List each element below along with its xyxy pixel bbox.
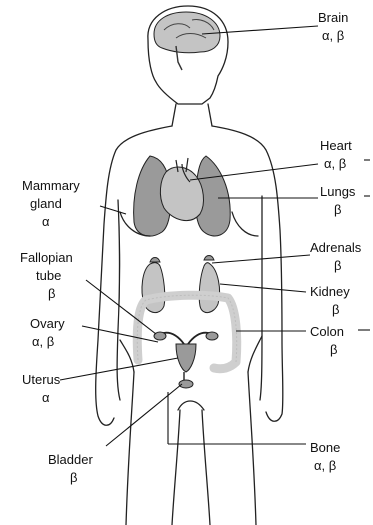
label-fallopian-tube: Fallopian tube β: [20, 250, 73, 301]
svg-text:tube: tube: [36, 268, 61, 283]
svg-text:Bone: Bone: [310, 440, 340, 455]
svg-text:β: β: [332, 302, 339, 317]
body-outline: [96, 6, 283, 525]
svg-text:α: α: [42, 390, 50, 405]
bladder-organ: [179, 380, 193, 388]
label-uterus: Uterus α: [22, 372, 61, 405]
heart-organ: [160, 158, 203, 221]
label-colon: Colon β: [310, 324, 344, 357]
svg-text:α, β: α, β: [314, 458, 336, 473]
svg-text:α: α: [42, 214, 50, 229]
uterus-organ: [154, 332, 218, 384]
svg-text:Colon: Colon: [310, 324, 344, 339]
svg-text:Fallopian: Fallopian: [20, 250, 73, 265]
svg-text:Uterus: Uterus: [22, 372, 61, 387]
svg-text:β: β: [48, 286, 55, 301]
svg-text:Mammary: Mammary: [22, 178, 80, 193]
label-heart: Heart α, β: [320, 138, 352, 171]
label-adrenals: Adrenals β: [310, 240, 362, 273]
svg-text:β: β: [330, 342, 337, 357]
svg-text:α, β: α, β: [32, 334, 54, 349]
label-ovary: Ovary α, β: [30, 316, 65, 349]
svg-text:α, β: α, β: [324, 156, 346, 171]
svg-text:Ovary: Ovary: [30, 316, 65, 331]
svg-text:Kidney: Kidney: [310, 284, 350, 299]
svg-text:Lungs: Lungs: [320, 184, 356, 199]
svg-text:Brain: Brain: [318, 10, 348, 25]
label-lungs: Lungs β: [320, 184, 356, 217]
svg-text:Bladder: Bladder: [48, 452, 93, 467]
svg-text:gland: gland: [30, 196, 62, 211]
svg-text:α, β: α, β: [322, 28, 344, 43]
svg-text:β: β: [334, 258, 341, 273]
svg-text:Adrenals: Adrenals: [310, 240, 362, 255]
svg-text:β: β: [334, 202, 341, 217]
label-brain: Brain α, β: [318, 10, 348, 43]
label-bone: Bone α, β: [310, 440, 340, 473]
svg-text:β: β: [70, 470, 77, 485]
kidneys-organ: [142, 256, 220, 313]
label-bladder: Bladder β: [48, 452, 93, 485]
label-mammary-gland: Mammary gland α: [22, 178, 80, 229]
brain-organ: [154, 12, 220, 70]
svg-text:Heart: Heart: [320, 138, 352, 153]
label-kidney: Kidney β: [310, 284, 350, 317]
